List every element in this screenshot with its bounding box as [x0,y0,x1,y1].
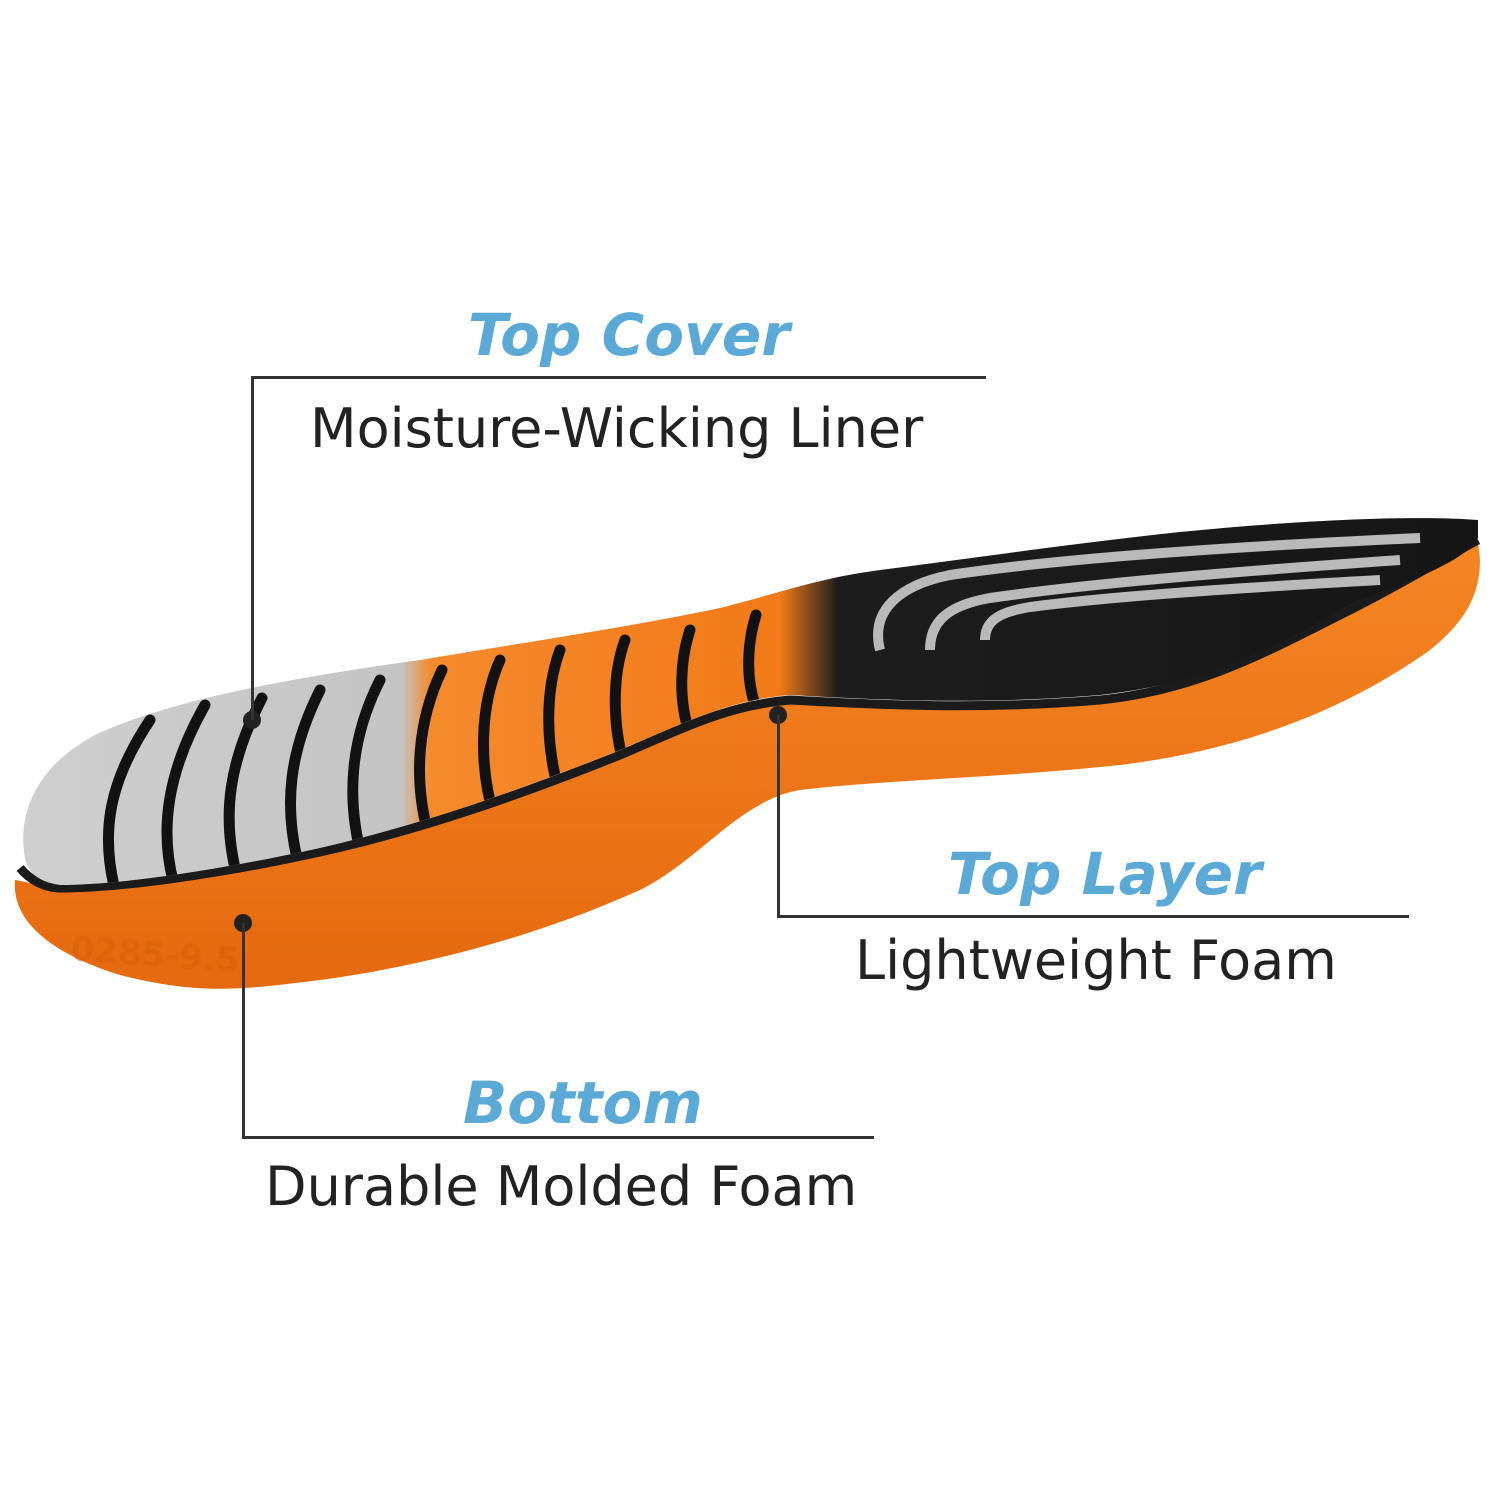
bottom-subtitle: Durable Molded Foam [265,1155,858,1218]
top-cover-leader-horizontal [251,376,986,379]
top-layer-leader-vertical [777,715,780,917]
forefoot-contours [873,533,1421,652]
top-layer-subtitle: Lightweight Foam [855,929,1337,992]
foam-base [14,540,1481,989]
edge-line [16,536,1481,893]
bottom-leader-horizontal [242,1136,874,1139]
top-surface [23,518,1478,885]
bottom-title: Bottom [463,1069,703,1137]
top-cover-subtitle: Moisture-Wicking Liner [310,397,924,460]
top-cover-title: Top Cover [468,301,790,369]
top-cover-marker [243,711,261,729]
top-layer-title: Top Layer [948,840,1262,908]
bottom-leader-vertical [242,923,245,1139]
top-cover-leader-vertical [251,376,254,720]
top-layer-leader-horizontal [777,915,1409,918]
